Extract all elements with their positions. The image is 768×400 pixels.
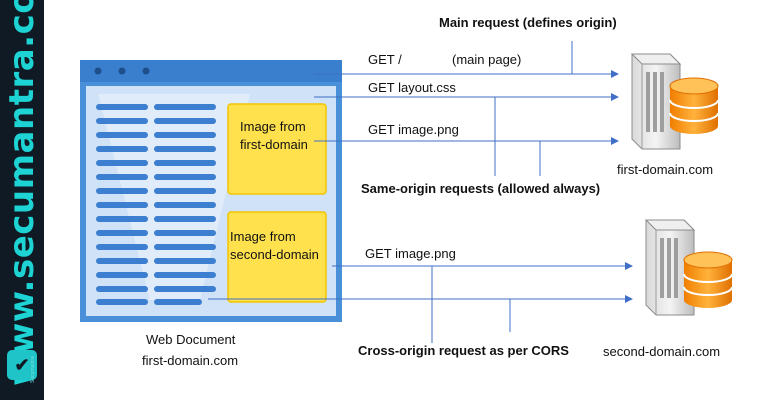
text-line-bar bbox=[154, 216, 216, 222]
server-icon bbox=[630, 53, 719, 150]
window-dot-icon bbox=[118, 67, 126, 75]
image-second-line1: Image from bbox=[230, 229, 296, 244]
brand-logo-text: Secumantra bbox=[30, 356, 36, 383]
server-second-label: second-domain.com bbox=[603, 344, 721, 359]
text-line-bar bbox=[154, 146, 216, 152]
text-line-bar bbox=[96, 202, 148, 208]
text-line-bar bbox=[96, 132, 148, 138]
annotation-same-origin: Same-origin requests (allowed always) bbox=[361, 181, 601, 196]
text-line-bar bbox=[96, 188, 148, 194]
image-box-second-domain bbox=[227, 211, 327, 303]
text-line-bar bbox=[96, 174, 148, 180]
text-line-bar bbox=[154, 160, 216, 166]
text-line-bar bbox=[96, 258, 148, 264]
image-second-label: Image from second-domain bbox=[230, 228, 319, 264]
text-line-bar bbox=[96, 146, 148, 152]
shield-icon: ✔ bbox=[7, 350, 37, 380]
text-line-bar bbox=[96, 286, 148, 292]
text-line-bar bbox=[96, 160, 148, 166]
request-get-root: GET / bbox=[368, 52, 402, 67]
text-line-bar bbox=[154, 258, 216, 264]
request-get-css: GET layout.css bbox=[368, 80, 456, 95]
text-line-bar bbox=[154, 118, 216, 124]
text-line-bar bbox=[154, 188, 216, 194]
window-dot-icon bbox=[142, 67, 150, 75]
text-line-bar bbox=[154, 272, 216, 278]
request-get-image-second: GET image.png bbox=[365, 246, 456, 261]
image-second-line2: second-domain bbox=[230, 247, 319, 262]
text-line-bar bbox=[96, 299, 148, 305]
request-main-page: (main page) bbox=[452, 52, 522, 67]
text-line-bar bbox=[96, 118, 148, 124]
annotation-main-request: Main request (defines origin) bbox=[439, 15, 617, 30]
image-first-line1: Image from bbox=[240, 119, 306, 134]
annotation-cross-origin: Cross-origin request as per CORS bbox=[358, 343, 569, 358]
server-first-label: first-domain.com bbox=[617, 162, 714, 177]
text-line-bar bbox=[154, 132, 216, 138]
text-line-bar bbox=[154, 174, 216, 180]
window-dot-icon bbox=[94, 67, 102, 75]
brand-site-text: www.secumantra.com bbox=[2, 0, 42, 387]
text-line-bar bbox=[154, 104, 216, 110]
text-line-bar bbox=[96, 230, 148, 236]
text-line-bar bbox=[154, 299, 202, 305]
database-icon bbox=[683, 251, 733, 308]
text-line-bar bbox=[154, 230, 216, 236]
text-line-bar bbox=[96, 272, 148, 278]
brand-sidebar: www.secumantra.com ✔ Secumantra bbox=[0, 0, 44, 400]
document-text-lines bbox=[96, 104, 216, 305]
text-line-bar bbox=[96, 104, 148, 110]
browser-titlebar bbox=[80, 60, 342, 82]
request-get-image-first: GET image.png bbox=[368, 122, 459, 137]
image-first-line2: first-domain bbox=[240, 137, 308, 152]
browser-caption: Web Document bbox=[146, 332, 236, 347]
text-line-bar bbox=[154, 286, 216, 292]
text-line-bar bbox=[154, 244, 216, 250]
database-icon bbox=[669, 77, 719, 134]
browser-domain: first-domain.com bbox=[142, 353, 239, 368]
text-line-bar bbox=[96, 216, 148, 222]
text-line-bar bbox=[154, 202, 216, 208]
server-icon bbox=[644, 219, 733, 316]
image-box-first-domain bbox=[227, 103, 327, 195]
text-line-bar bbox=[96, 244, 148, 250]
image-first-label: Image from first-domain bbox=[240, 118, 308, 154]
